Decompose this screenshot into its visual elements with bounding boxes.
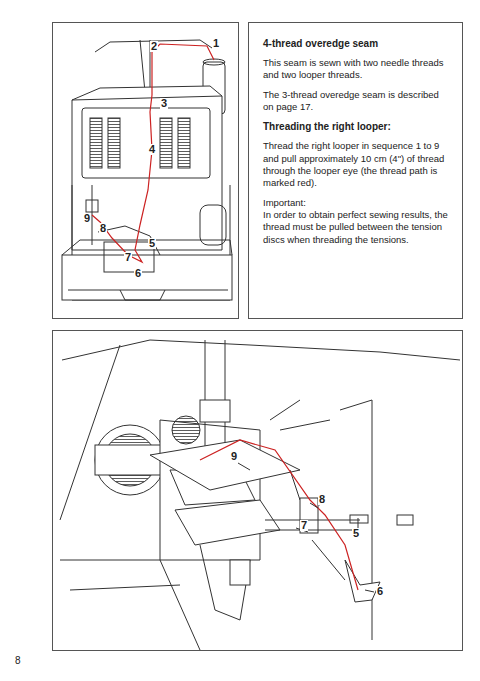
- callout-number: 9: [83, 213, 91, 224]
- callout-number: 2: [150, 41, 158, 52]
- serger-figure: [62, 40, 232, 300]
- heading: 4-thread overedge seam: [263, 37, 450, 50]
- body-text: Important:: [263, 197, 450, 209]
- callout-number: 8: [318, 494, 326, 505]
- callout-number: 1: [212, 38, 220, 49]
- body-text: The 3-thread overedge seam is described …: [263, 89, 450, 114]
- callout-number: 6: [376, 586, 384, 597]
- figure-frame: [53, 23, 239, 319]
- callout-number: 5: [148, 238, 156, 249]
- body-text: This seam is sewn with two needle thread…: [263, 57, 450, 82]
- callout-number: 3: [160, 98, 168, 109]
- callout-number: 7: [300, 520, 308, 531]
- callout-number: 8: [99, 223, 107, 234]
- callout-number: 7: [124, 252, 132, 263]
- heading: Threading the right looper:: [263, 120, 450, 133]
- figure-frame: [53, 331, 463, 651]
- looper-area-figure: [60, 340, 460, 650]
- body-text: In order to obtain perfect sewing result…: [263, 209, 450, 246]
- callout-number: 6: [134, 268, 142, 279]
- text-panel: 4-thread overedge seamThis seam is sewn …: [248, 22, 463, 319]
- callout-number: 9: [230, 451, 238, 462]
- page-number: 8: [14, 656, 22, 666]
- callout-number: 4: [148, 144, 156, 155]
- body-text: Thread the right looper in sequence 1 to…: [263, 140, 450, 189]
- callout-number: 5: [352, 528, 360, 539]
